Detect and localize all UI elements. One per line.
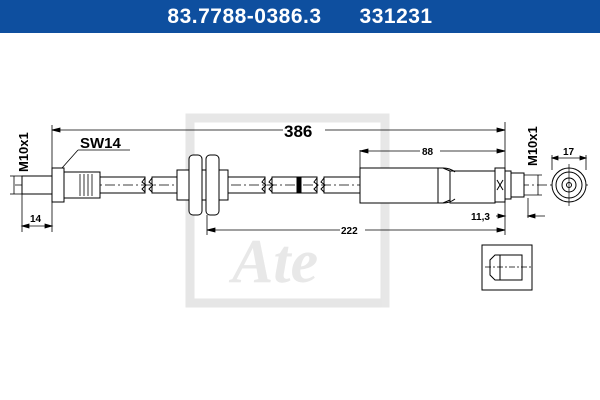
wrench-size-label: SW14	[80, 135, 122, 152]
svg-text:Ate: Ate	[228, 228, 318, 296]
section-view	[481, 244, 533, 291]
reference-number: 331231	[359, 4, 433, 28]
total-length-label: 386	[284, 122, 312, 141]
right-thread-label: M10x1	[525, 126, 540, 166]
ferrule-length-label: 88	[422, 147, 434, 158]
left-fitting-length-label: 14	[30, 214, 42, 225]
left-thread-label: M10x1	[16, 132, 31, 172]
part-number: 83.7788-0386.3	[167, 4, 322, 28]
bracket-distance-label: 222	[341, 226, 358, 237]
title-bar: 83.7788-0386.3 331231	[0, 0, 600, 33]
hex-width-label: 17	[563, 147, 575, 158]
end-offset-label: 11,3	[471, 212, 490, 223]
